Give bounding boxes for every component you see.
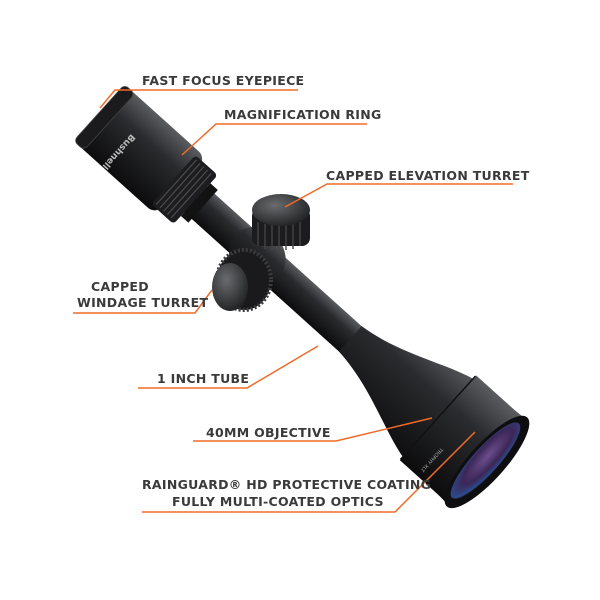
callout-lines [73,89,513,513]
elevation-turret [252,194,310,250]
callout-elevation-turret: CAPPED ELEVATION TURRET [326,168,530,183]
callout-tube: 1 INCH TUBE [157,371,250,386]
scope-body: Bushnell TROPHY XLT [75,86,530,509]
callout-coating-line2: FULLY MULTI-COATED OPTICS [172,494,384,509]
callout-objective: 40MM OBJECTIVE [206,425,331,440]
callout-coating-line1: RAINGUARD® HD PROTECTIVE COATING [142,477,432,492]
callout-windage-line2: WINDAGE TURRET [77,295,209,310]
objective-lens [450,422,521,499]
callout-magnification-ring: MAGNIFICATION RING [224,107,382,122]
callout-windage-line1: CAPPED [91,279,149,294]
callout-eyepiece: FAST FOCUS EYEPIECE [142,73,305,88]
windage-turret [212,248,273,312]
